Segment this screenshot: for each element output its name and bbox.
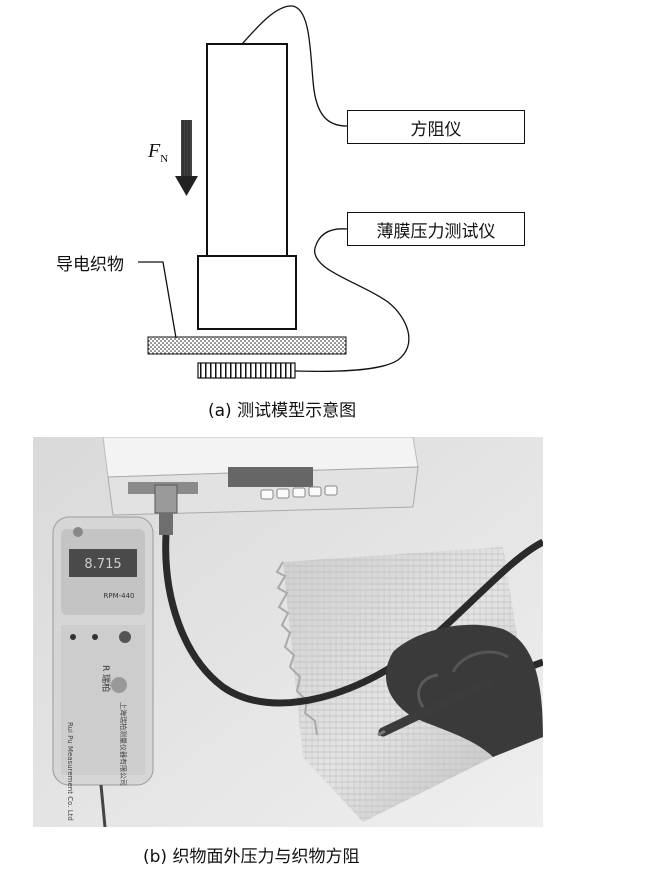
force-label: FN [148,140,168,165]
pen-probe [378,677,493,737]
pressure-tester-label: 薄膜压力测试仪 [376,221,496,242]
device-buttons [260,485,338,500]
resistance-meter-label-box: 方阻仪 [347,110,525,144]
photo-illustration: 8.715 RPM-440 [33,437,543,827]
probe-cable [162,534,543,707]
svg-text:8.715: 8.715 [84,557,121,572]
cable-to-resistance-meter [241,5,348,127]
cable-to-pressure-tester [294,228,410,373]
pressure-tester-label-box: 薄膜压力测试仪 [347,212,525,246]
force-arrow-icon [175,120,198,196]
force-symbol: F [148,140,161,162]
pressure-tester-device [102,437,419,535]
film-sensor-layer [197,362,296,379]
conductive-fabric-label: 导电织物 [56,255,124,275]
meter-model-text: RPM-440 [103,592,134,600]
meter-brand: R 瑞柏 [100,665,110,693]
caption-b: (b) 织物面外压力与织物方阻 [143,847,360,867]
meter-company-cn: 上海瑞柏测量仪器有限公司 [119,702,127,786]
caption-a: (a) 测试模型示意图 [208,401,357,421]
schematic-diagram [138,5,410,379]
handheld-resistance-meter: 8.715 [52,516,154,827]
meter-company-en: Rui Pu Measurement Co. Ltd [66,722,74,821]
force-subscript: N [160,153,169,165]
experiment-photo: 8.715 RPM-440 [33,437,543,827]
conductive-fabric-layer [147,336,347,355]
probe-column [206,43,288,257]
probe-block [197,255,297,330]
resistance-meter-label: 方阻仪 [410,119,462,140]
fabric-leader-line [138,261,177,339]
